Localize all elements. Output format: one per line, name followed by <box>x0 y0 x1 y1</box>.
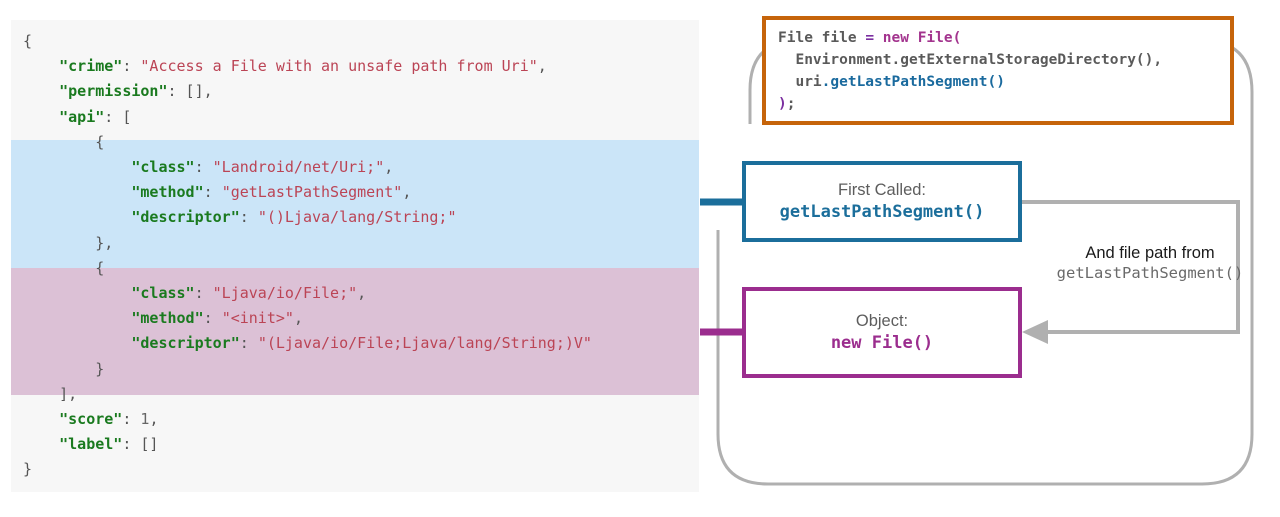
file-api-highlight <box>11 268 699 395</box>
object-value: new File() <box>830 333 934 353</box>
code-line-0: File file = new File( <box>778 29 962 46</box>
json-line-15: "score": 1, <box>59 410 159 429</box>
flow-diagram: File file = new File( Environment.getExt… <box>700 0 1280 517</box>
json-line-16: "label": [] <box>59 435 159 454</box>
json-line-9: { <box>23 258 105 277</box>
json-line-14: ], <box>23 384 78 403</box>
uri-api-highlight <box>11 140 699 268</box>
code-line-1: Environment.getExternalStorageDirectory(… <box>778 51 1163 68</box>
flow-annotation-line1: And file path from <box>1085 244 1215 262</box>
code-line-3: ); <box>778 95 796 112</box>
flow-annotation: And file path from getLastPathSegment() <box>1030 243 1270 284</box>
object-box[interactable]: Object: new File() <box>742 287 1022 378</box>
json-line-0: { <box>23 32 33 50</box>
json-line-17: } <box>23 460 33 479</box>
first-called-label: First Called: <box>837 181 927 199</box>
code-snippet-text: File file = new File( Environment.getExt… <box>778 27 1162 115</box>
gray-flow-connector <box>1022 200 1240 334</box>
json-line-5: "class": "Landroid/net/Uri;", <box>131 158 394 177</box>
json-line-10: "class": "Ljava/io/File;", <box>131 284 367 303</box>
object-label: Object: <box>855 312 909 330</box>
first-called-box[interactable]: First Called: getLastPathSegment() <box>742 161 1022 242</box>
json-line-1: "crime": "Access a File with an unsafe p… <box>59 57 547 76</box>
json-line-12: "descriptor": "(Ljava/io/File;Ljava/lang… <box>131 334 592 353</box>
json-line-4: { <box>23 132 105 151</box>
gray-arrowhead-icon <box>1022 320 1048 344</box>
json-code-text: { "crime": "Access a File with an unsafe… <box>11 20 699 483</box>
json-code-panel: { "crime": "Access a File with an unsafe… <box>11 20 699 492</box>
first-called-value: getLastPathSegment() <box>779 202 985 222</box>
code-line-2: uri.getLastPathSegment() <box>778 73 1005 90</box>
json-line-8: }, <box>23 233 114 252</box>
json-line-11: "method": "<init>", <box>131 309 303 328</box>
json-line-2: "permission": [], <box>59 82 213 101</box>
json-line-7: "descriptor": "()Ljava/lang/String;" <box>131 208 457 227</box>
code-snippet-box: File file = new File( Environment.getExt… <box>762 16 1234 125</box>
flow-annotation-line2: getLastPathSegment() <box>1056 264 1244 282</box>
json-line-3: "api": [ <box>59 107 132 126</box>
json-line-13: } <box>23 359 105 378</box>
json-line-6: "method": "getLastPathSegment", <box>131 183 412 202</box>
